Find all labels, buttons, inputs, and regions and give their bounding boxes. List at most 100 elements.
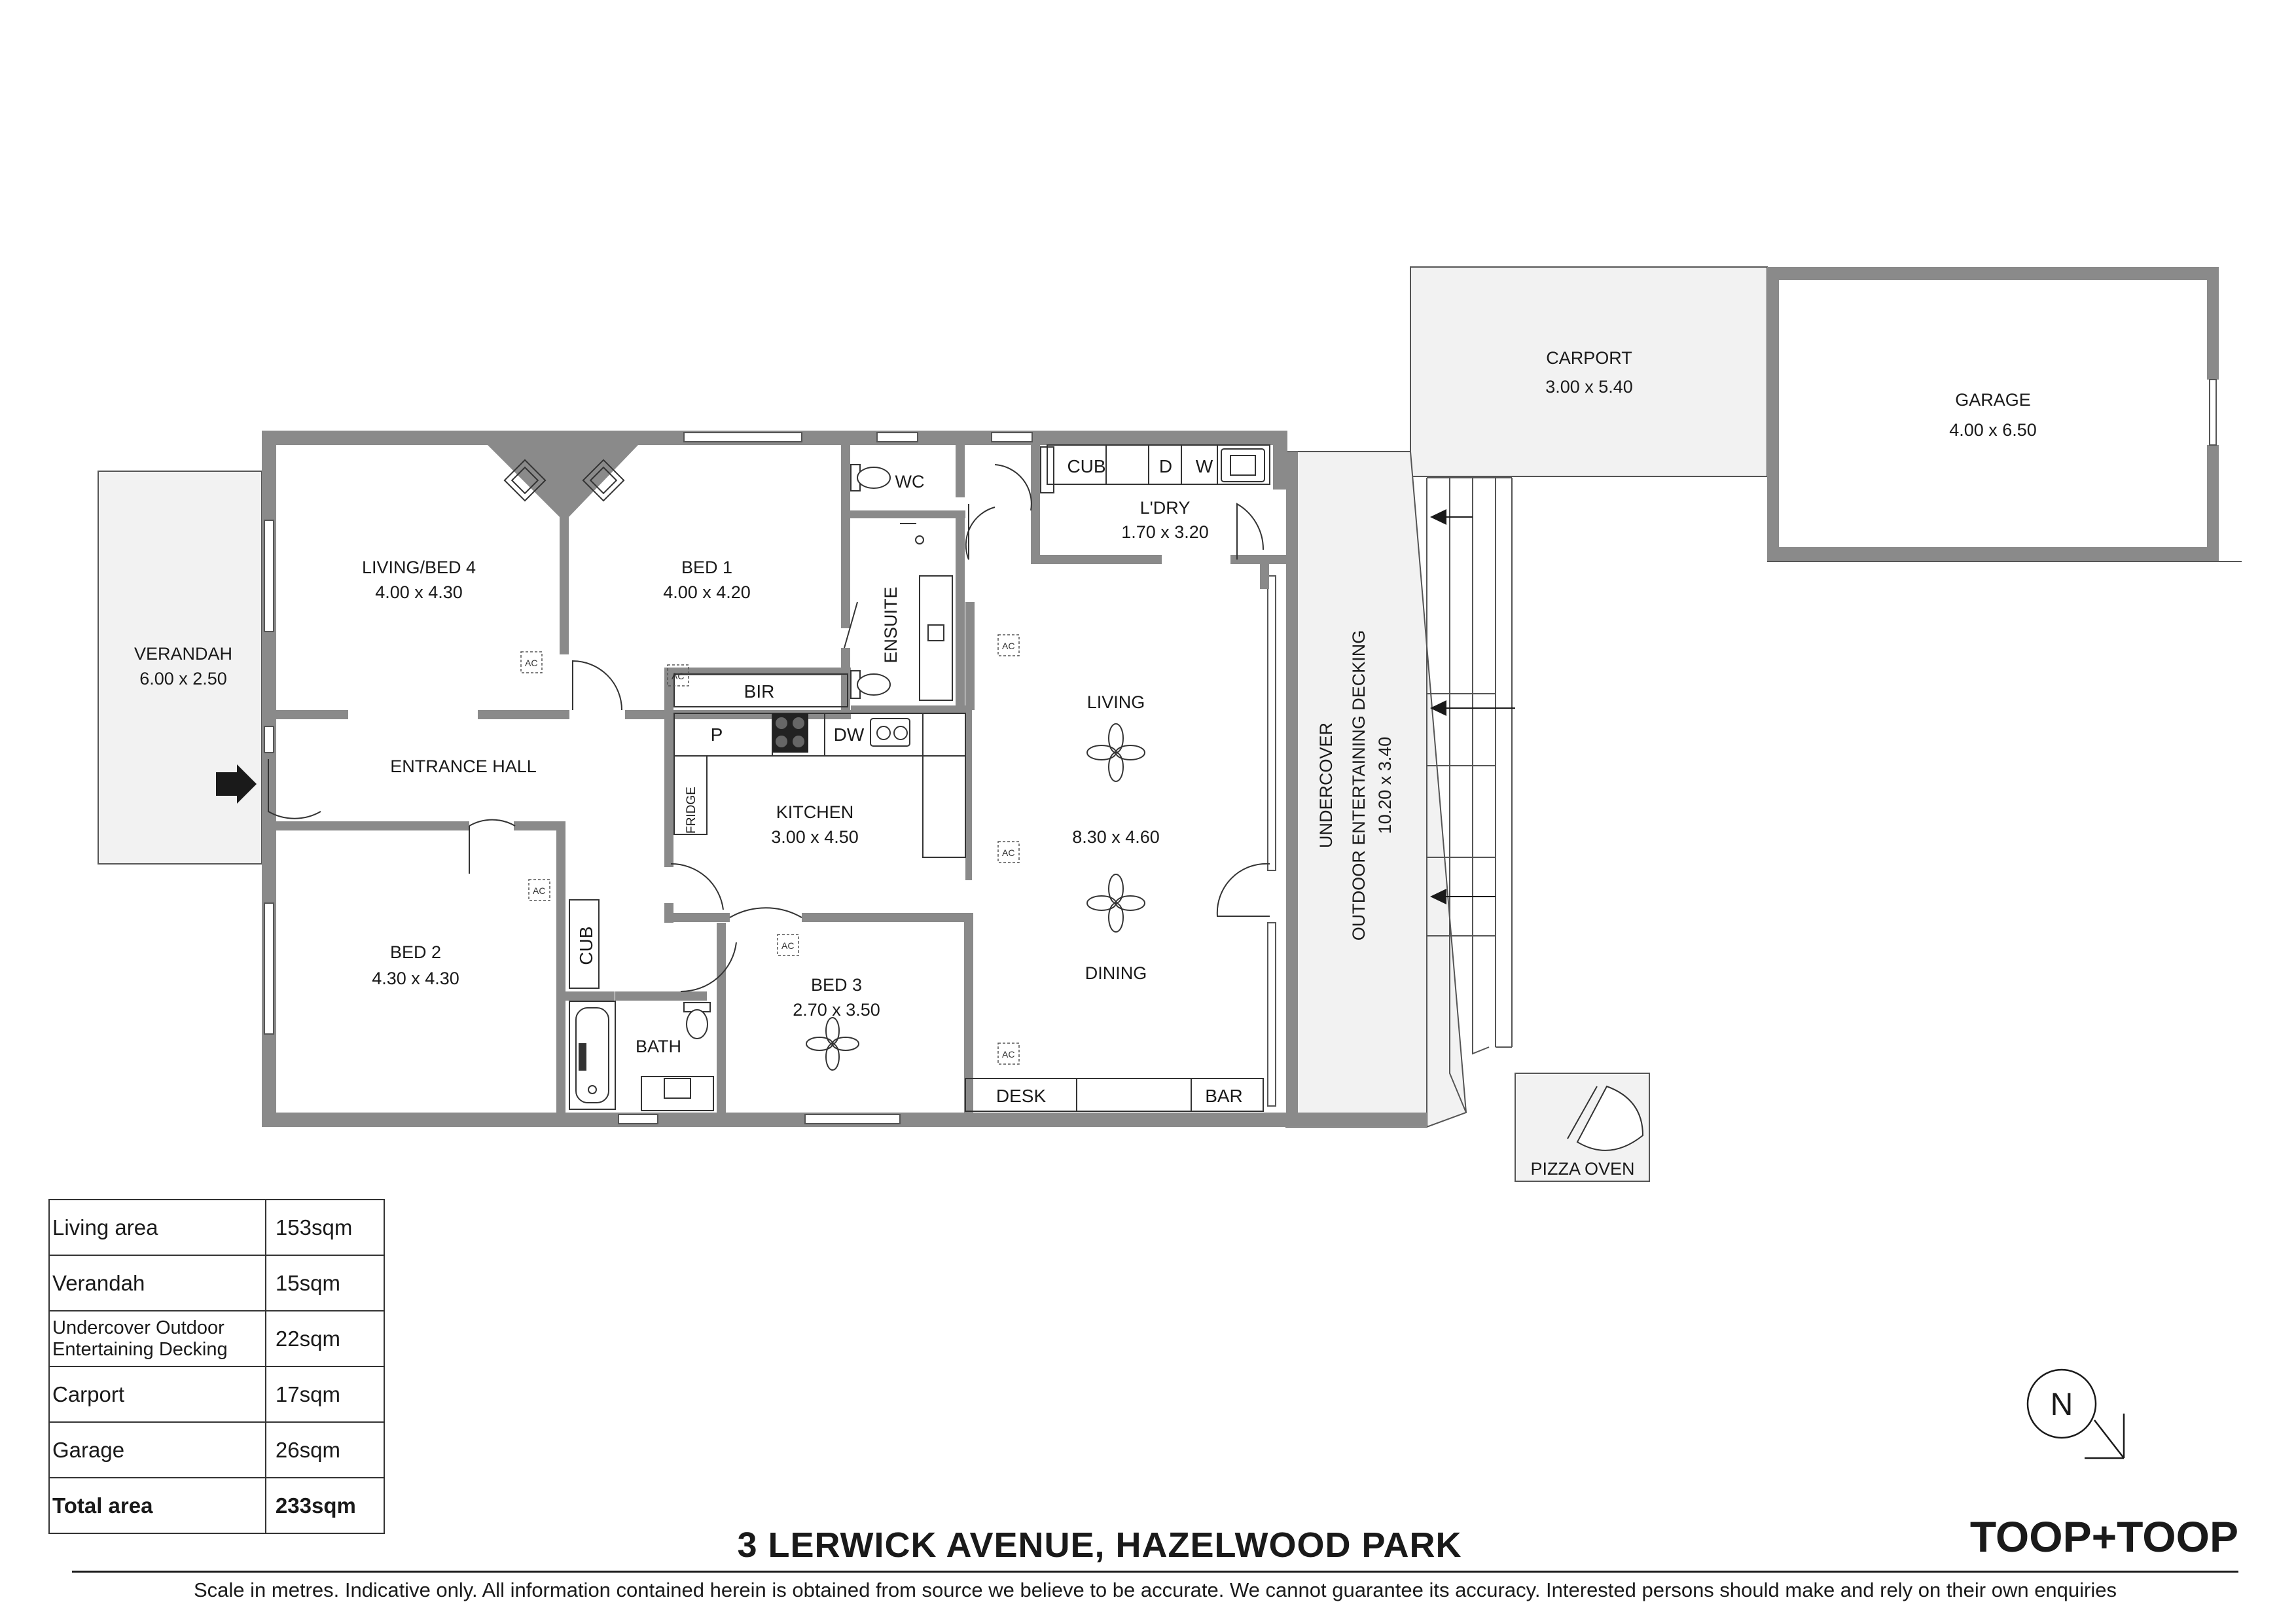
table-row: Verandah 15sqm [48, 1255, 386, 1311]
area-label: Living area [48, 1199, 266, 1256]
kitchen-sink-icon [870, 718, 910, 747]
garage-name: GARAGE [1955, 390, 2031, 410]
bed2-name: BED 2 [390, 942, 441, 962]
decking-line2: OUTDOOR ENTERTAINING DECKING [1349, 630, 1369, 941]
living-bed4-name: LIVING/BED 4 [362, 558, 476, 577]
area-value: 15sqm [264, 1255, 386, 1311]
ac-labels: AC AC AC AC AC AC AC [525, 641, 1014, 1060]
decking-inner [1286, 452, 1298, 1127]
carport-name: CARPORT [1546, 348, 1632, 368]
desk-label: DESK [996, 1086, 1047, 1106]
door-swings [268, 464, 1270, 993]
area-label: Total area [48, 1477, 266, 1534]
carport-size: 3.00 x 5.40 [1545, 377, 1633, 397]
toilet-icon [683, 464, 891, 1039]
ensuite-name: ENSUITE [881, 586, 901, 663]
bathtub-icon [569, 1001, 616, 1110]
garage-walls [1767, 267, 2219, 562]
wc-name: WC [895, 472, 925, 491]
area-value: 233sqm [264, 1477, 386, 1534]
area-value: 26sqm [264, 1421, 386, 1478]
ac-label: AC [525, 658, 537, 668]
fridge-label: FRIDGE [685, 787, 698, 834]
area-summary-table: Living area 153sqm Verandah 15sqm Underc… [48, 1199, 386, 1534]
area-value: 17sqm [264, 1366, 386, 1423]
pizza-oven-name: PIZZA OVEN [1530, 1159, 1634, 1179]
area-value: 153sqm [264, 1199, 386, 1256]
bed3-size: 2.70 x 3.50 [793, 1000, 880, 1020]
ac-label: AC [533, 885, 545, 896]
dryer-label: D [1159, 456, 1172, 476]
bir-label: BIR [744, 681, 775, 702]
living-bed4-size: 4.00 x 4.30 [375, 582, 463, 602]
north-arrow-icon [2026, 1368, 2125, 1459]
laundry-sink-icon [1221, 448, 1265, 482]
verandah-size: 6.00 x 2.50 [139, 669, 227, 688]
kitchen-name: KITCHEN [776, 802, 854, 822]
garage-window [2209, 379, 2217, 446]
bar-label: BAR [1205, 1086, 1243, 1106]
decking-area [1285, 451, 1513, 1128]
decking-line1: UNDERCOVER [1316, 722, 1336, 848]
ac-unit-icon [520, 634, 1020, 1065]
area-value: 22sqm [264, 1310, 386, 1367]
laundry-name: L'DRY [1140, 498, 1191, 518]
garage-size: 4.00 x 6.50 [1949, 420, 2037, 440]
pizza-oven [1515, 1073, 1650, 1182]
brand-logo: TOOP+TOOP [1969, 1512, 2238, 1561]
cub-label-bath: CUB [576, 926, 596, 965]
bath-name: BATH [636, 1037, 681, 1056]
entry-arrow-icon [216, 764, 257, 804]
north-letter: N [2051, 1387, 2073, 1422]
living-name: LIVING [1087, 692, 1145, 712]
area-label: Garage [48, 1421, 266, 1478]
bed3-name: BED 3 [811, 975, 862, 995]
cub-label-laundry: CUB [1067, 456, 1105, 476]
area-label: Carport [48, 1366, 266, 1423]
cooktop-icon [772, 713, 808, 753]
dishwasher-label: DW [834, 724, 865, 745]
ac-label: AC [672, 671, 684, 681]
footer-divider [72, 1571, 2238, 1573]
verandah-area [98, 471, 262, 865]
ac-label: AC [1002, 641, 1014, 651]
carport-area [1410, 266, 1768, 477]
ac-label: AC [1002, 1049, 1014, 1060]
table-row: Carport 17sqm [48, 1366, 386, 1423]
pantry-label: P [711, 724, 723, 745]
garage-area [1767, 268, 2219, 562]
bed1-name: BED 1 [681, 558, 732, 577]
step-arrow-icon [1430, 509, 1515, 904]
verandah-name: VERANDAH [134, 644, 232, 664]
page-title: 3 LERWICK AVENUE, HAZELWOOD PARK [737, 1525, 1462, 1565]
decking-size: 10.20 x 3.40 [1375, 737, 1395, 834]
area-label: Verandah [48, 1255, 266, 1311]
entrance-hall-name: ENTRANCE HALL [390, 757, 537, 776]
bed1-size: 4.00 x 4.20 [663, 582, 751, 602]
windows [264, 432, 1276, 1124]
fireplace-icon [503, 459, 625, 502]
washer-label: W [1196, 456, 1213, 476]
divider-lines [772, 445, 1218, 1111]
dining-name: DINING [1085, 963, 1147, 983]
table-row: Living area 153sqm [48, 1199, 386, 1256]
ac-label: AC [1002, 847, 1014, 858]
fixture-outlines [569, 444, 1270, 1112]
table-row: Garage 26sqm [48, 1421, 386, 1478]
ac-label: AC [781, 940, 794, 951]
laundry-size: 1.70 x 3.20 [1121, 522, 1209, 542]
house-floor [262, 431, 1287, 1127]
ceiling-fan-icon [806, 723, 1145, 1071]
area-label-line1: Undercover Outdoor [52, 1317, 224, 1338]
bed2-size: 4.30 x 4.30 [372, 969, 459, 988]
living-size: 8.30 x 4.60 [1072, 827, 1160, 847]
kitchen-size: 3.00 x 4.50 [771, 827, 859, 847]
table-row-total: Total area 233sqm [48, 1477, 386, 1534]
ensuite-fixtures [900, 523, 953, 701]
area-label-line2: Entertaining Decking [52, 1338, 228, 1360]
disclaimer-text: Scale in metres. Indicative only. All in… [193, 1578, 2117, 1601]
bath-vanity [664, 1078, 691, 1099]
